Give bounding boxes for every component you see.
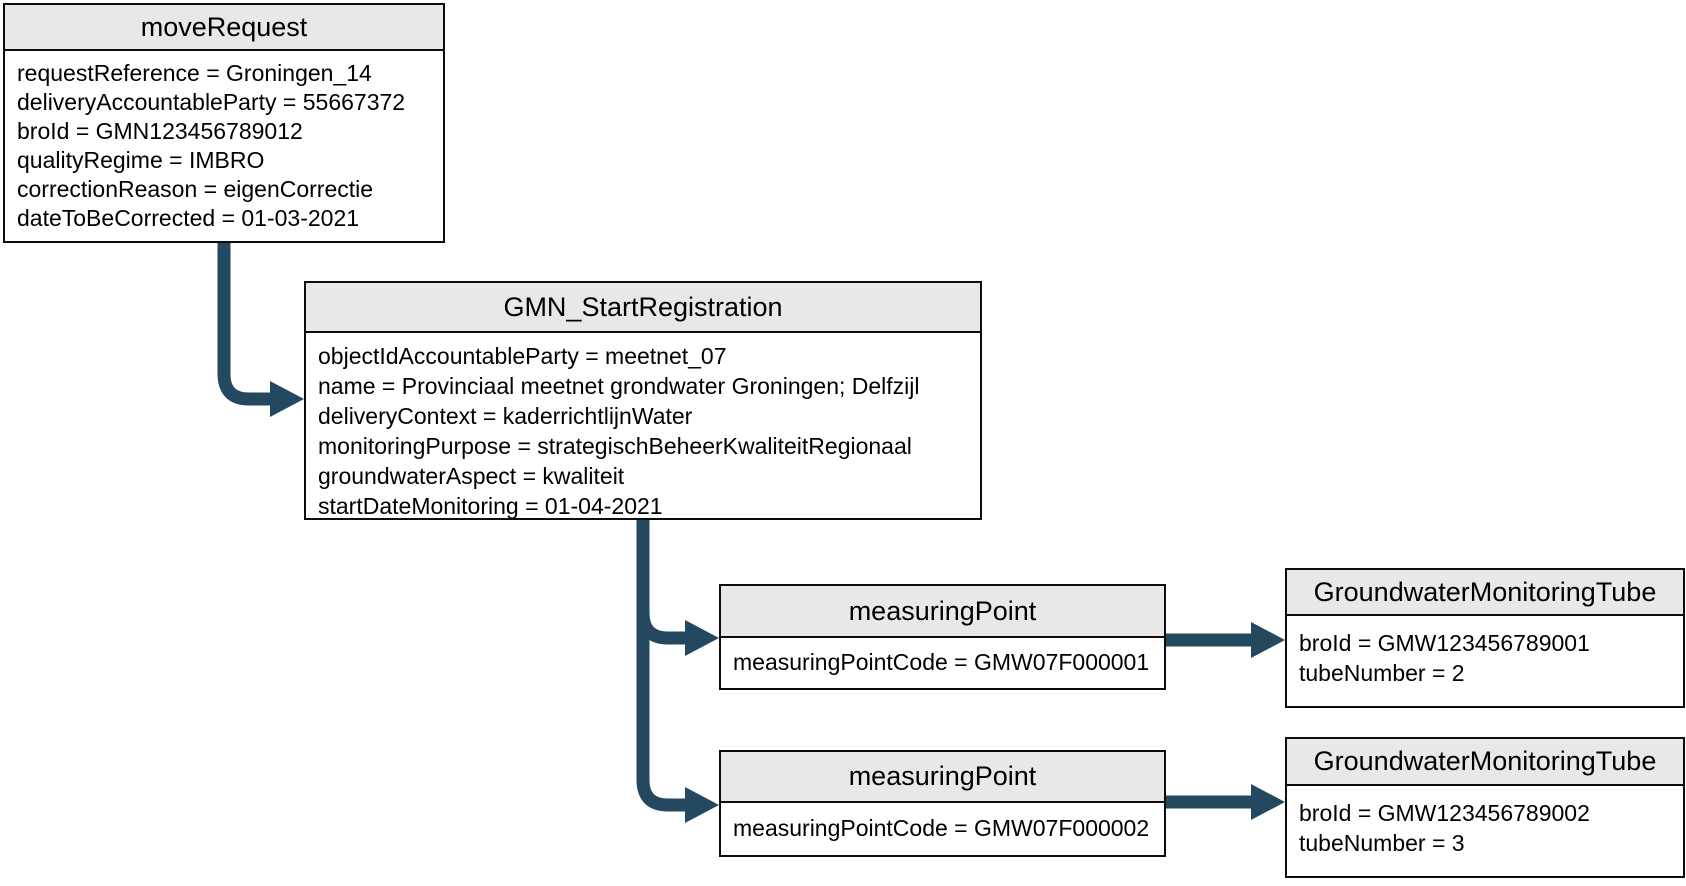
class-attributes-moverequest: requestReference = Groningen_14 delivery… [5,51,443,233]
attribute-line: monitoringPurpose = strategischBeheerKwa… [318,433,912,459]
class-title-moverequest: moveRequest [5,5,443,51]
attribute-line: broId = GMW123456789001 [1299,630,1590,656]
attribute-line: groundwaterAspect = kwaliteit [318,463,625,489]
connector-measuringpoint2-to-tube2 [1166,784,1285,820]
attribute-line: measuringPointCode = GMW07F000002 [733,814,1150,841]
attribute-line: name = Provinciaal meetnet grondwater Gr… [318,373,920,399]
connector-gmn-to-measuringpoint2 [636,520,719,823]
class-attributes-groundwatermonitoringtube-2: broId = GMW123456789002 tubeNumber = 3 [1287,786,1683,858]
class-title-measuringpoint-1: measuringPoint [721,586,1164,638]
attribute-line: correctionReason = eigenCorrectie [17,176,374,202]
class-box-measuringpoint-2: measuringPoint measuringPointCode = GMW0… [719,750,1166,857]
attribute-line: measuringPointCode = GMW07F000001 [733,648,1150,675]
attribute-line: deliveryContext = kaderrichtlijnWater [318,403,693,429]
connector-measuringpoint1-to-tube1 [1166,622,1285,658]
attribute-line: dateToBeCorrected = 01-03-2021 [17,205,360,231]
attribute-line: broId = GMW123456789002 [1299,800,1590,826]
attribute-line: requestReference = Groningen_14 [17,60,372,86]
class-box-groundwatermonitoringtube-1: GroundwaterMonitoringTube broId = GMW123… [1285,568,1685,708]
attribute-line: deliveryAccountableParty = 55667372 [17,89,406,115]
class-attributes-measuringpoint-1: measuringPointCode = GMW07F000001 [721,638,1164,686]
class-box-gmn-startregistration: GMN_StartRegistration objectIdAccountabl… [304,281,982,520]
attribute-line: tubeNumber = 2 [1299,660,1465,686]
connector-moverequest-to-gmn [217,243,304,417]
class-title-measuringpoint-2: measuringPoint [721,752,1164,803]
connector-gmn-to-measuringpoint1 [636,610,719,656]
class-title-gmn-startregistration: GMN_StartRegistration [306,283,980,333]
attribute-line: objectIdAccountableParty = meetnet_07 [318,343,727,369]
class-attributes-groundwatermonitoringtube-1: broId = GMW123456789001 tubeNumber = 2 [1287,616,1683,688]
class-title-groundwatermonitoringtube-2: GroundwaterMonitoringTube [1287,739,1683,786]
class-title-groundwatermonitoringtube-1: GroundwaterMonitoringTube [1287,570,1683,616]
class-box-groundwatermonitoringtube-2: GroundwaterMonitoringTube broId = GMW123… [1285,737,1685,878]
class-box-measuringpoint-1: measuringPoint measuringPointCode = GMW0… [719,584,1166,690]
class-attributes-measuringpoint-2: measuringPointCode = GMW07F000002 [721,803,1164,853]
attribute-line: broId = GMN123456789012 [17,118,303,144]
attribute-line: qualityRegime = IMBRO [17,147,265,173]
class-attributes-gmn-startregistration: objectIdAccountableParty = meetnet_07 na… [306,333,980,521]
attribute-line: tubeNumber = 3 [1299,830,1465,856]
class-box-moverequest: moveRequest requestReference = Groningen… [3,3,445,243]
attribute-line: startDateMonitoring = 01-04-2021 [318,493,663,519]
